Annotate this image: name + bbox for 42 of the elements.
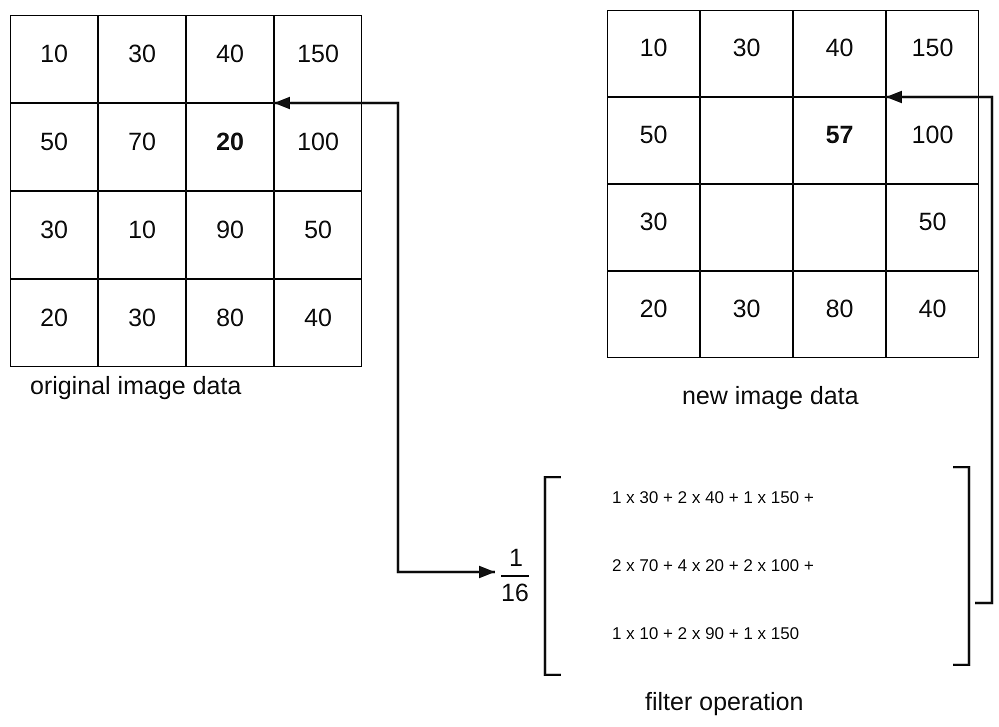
grid-cell: 30 — [607, 184, 700, 271]
fraction-denominator: 16 — [501, 575, 529, 608]
grid-cell: 10 — [607, 10, 700, 97]
empty-grid-cell — [700, 184, 793, 271]
grid-cell: 80 — [793, 271, 886, 358]
grid-cell: 40 — [793, 10, 886, 97]
grid-cell: 30 — [700, 271, 793, 358]
grid-cell: 40 — [274, 279, 362, 367]
grid-cell: 100 — [274, 103, 362, 191]
formula-line: 2 x 70 + 4 x 20 + 2 x 100 + — [612, 556, 814, 576]
formula-caption: filter operation — [645, 688, 804, 717]
grid-cell: 57 — [793, 97, 886, 184]
fraction-numerator: 1 — [509, 544, 523, 573]
grid-cell: 150 — [886, 10, 979, 97]
grid-cell: 30 — [700, 10, 793, 97]
grid-cell: 70 — [98, 103, 186, 191]
grid-cell: 20 — [10, 279, 98, 367]
empty-grid-cell — [700, 97, 793, 184]
grid-cell: 30 — [98, 15, 186, 103]
grid-cell: 50 — [607, 97, 700, 184]
grid-cell: 80 — [186, 279, 274, 367]
grid-cell: 100 — [886, 97, 979, 184]
grid-cell: 150 — [274, 15, 362, 103]
grid-cell: 40 — [886, 271, 979, 358]
grid-cell: 50 — [274, 191, 362, 279]
grid-cell: 30 — [98, 279, 186, 367]
grid-cell: 10 — [98, 191, 186, 279]
grid-caption: original image data — [30, 372, 242, 401]
formula-line: 1 x 30 + 2 x 40 + 1 x 150 + — [612, 488, 814, 508]
grid-cell: 50 — [886, 184, 979, 271]
grid-cell: 10 — [10, 15, 98, 103]
grid-cell: 90 — [186, 191, 274, 279]
grid-cell: 20 — [186, 103, 274, 191]
empty-grid-cell — [793, 184, 886, 271]
grid-cell: 50 — [10, 103, 98, 191]
grid-cell: 30 — [10, 191, 98, 279]
arrow — [886, 90, 994, 604]
arrow — [274, 96, 495, 578]
grid-caption: new image data — [682, 382, 859, 411]
grid-cell: 20 — [607, 271, 700, 358]
formula-line: 1 x 10 + 2 x 90 + 1 x 150 — [612, 624, 800, 644]
grid-cell: 40 — [186, 15, 274, 103]
